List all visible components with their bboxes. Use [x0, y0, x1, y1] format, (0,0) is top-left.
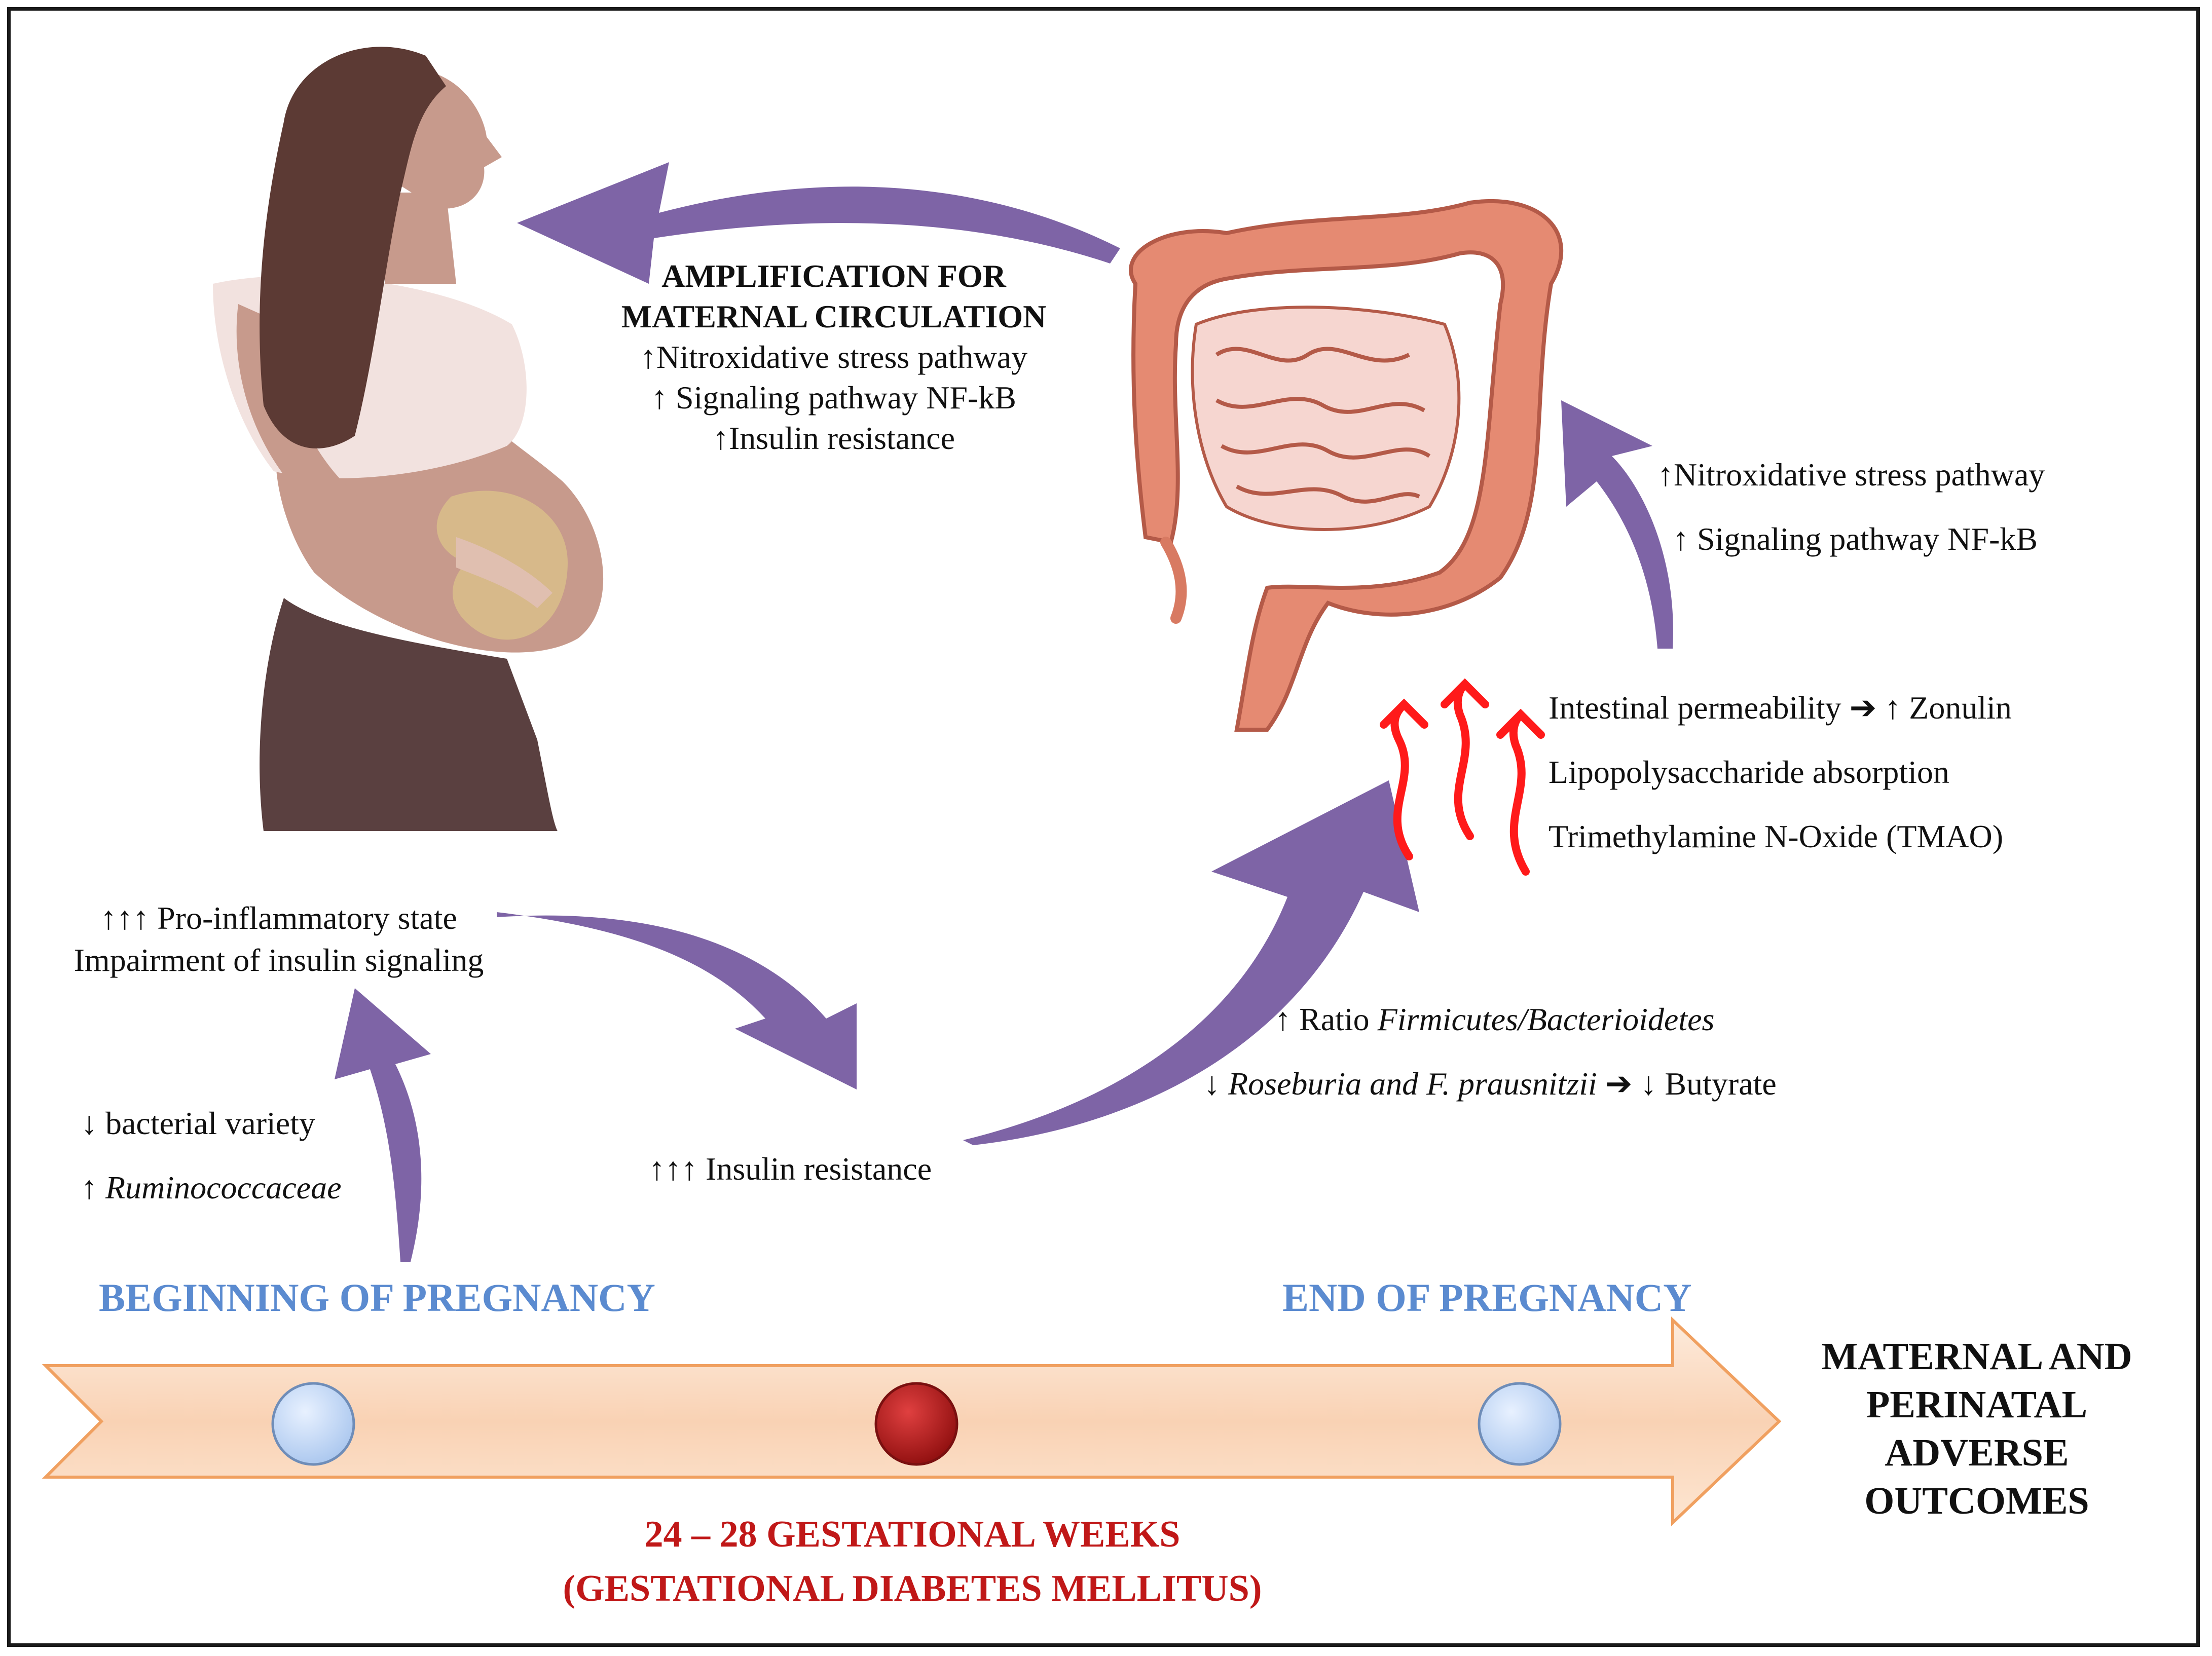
right-upper-line-2: ↑ Signaling pathway NF-kB: [1673, 521, 2038, 557]
insulin-signaling-text: Impairment of insulin signaling: [73, 942, 484, 978]
amplification-line-2: ↑ Signaling pathway NF-kB: [651, 380, 1016, 416]
intestine-illustration: [1129, 199, 1563, 732]
right-mid-line-1: Intestinal permeability ➔ ↑ Zonulin: [1549, 687, 2012, 729]
ruminococcaceae-line: ↑ Ruminococcaceae: [81, 1166, 342, 1209]
right-mid-line-3: Trimethylamine N-Oxide (TMAO): [1549, 818, 2004, 855]
right-mid-line-2: Lipopolysaccharide absorption: [1549, 754, 1949, 791]
red-wave-1: [1390, 700, 1413, 860]
pregnant-woman-illustration: [213, 47, 604, 831]
right-upper-line-1: ↑Nitroxidative stress pathway: [1657, 457, 2045, 493]
amplification-title-2: MATERNAL CIRCULATION: [621, 298, 1047, 334]
red-wave-3: [1509, 710, 1530, 876]
outcome-line-4: OUTCOMES: [1864, 1480, 2089, 1522]
intestinal-permeability-text: Intestinal permeability: [1549, 690, 1841, 726]
left-low-block: ↓ bacterial variety ↑ Ruminococcaceae: [81, 1102, 342, 1209]
arrow-to-intestine: [963, 780, 1419, 1145]
amplification-block: AMPLIFICATION FOR MATERNAL CIRCULATION ↑…: [598, 256, 1070, 459]
right-upper-block: ↑Nitroxidative stress pathway ↑ Signalin…: [1657, 454, 2045, 560]
amplification-line-1: ↑Nitroxidative stress pathway: [640, 339, 1028, 375]
gestational-weeks-label: 24 – 28 GESTATIONAL WEEKS: [644, 1514, 1181, 1555]
gdm-marker-dot: [874, 1382, 958, 1466]
gdm-label: (GESTATIONAL DIABETES MELLITUS): [563, 1568, 1262, 1610]
end-of-pregnancy-label: END OF PREGNANCY: [1282, 1275, 1692, 1320]
bacterial-variety-text: ↓ bacterial variety: [81, 1105, 315, 1141]
pro-inflammatory-text: ↑↑↑ Pro-inflammatory state: [100, 900, 457, 936]
up-arrow-symbol: ↑: [81, 1170, 105, 1206]
red-wave-3-head: [1496, 708, 1545, 739]
amplification-line-3: ↑Insulin resistance: [712, 420, 955, 456]
red-wave-2: [1453, 680, 1474, 840]
arrow-down-middle: [497, 912, 857, 1089]
red-wavy-arrows: [1380, 678, 1545, 876]
outcome-line-2: PERINATAL: [1866, 1383, 2088, 1426]
down-arrow-symbol: ↓: [1204, 1066, 1228, 1102]
gdm-label-block: 24 – 28 GESTATIONAL WEEKS (GESTATIONAL D…: [456, 1508, 1369, 1616]
arrow-up-left: [335, 988, 431, 1262]
ruminococcaceae-text: Ruminococcaceae: [105, 1170, 342, 1206]
ratio-line: ↑ Ratio Firmicutes/Bacterioidetes: [1204, 998, 1777, 1040]
arrow-up-right: [1561, 400, 1673, 649]
zonulin-text: ↑ Zonulin: [1885, 690, 2012, 726]
outcome-line-3: ADVERSE: [1885, 1432, 2069, 1474]
red-wave-1-head: [1380, 698, 1428, 729]
end-marker-dot: [1478, 1382, 1562, 1466]
beginning-of-pregnancy-label: BEGINNING OF PREGNANCY: [99, 1275, 655, 1320]
ratio-block: ↑ Ratio Firmicutes/Bacterioidetes ↓ Rose…: [1204, 998, 1777, 1105]
adverse-outcomes-block: MATERNAL AND PERINATAL ADVERSE OUTCOMES: [1799, 1333, 2154, 1525]
firmicutes-text: Firmicutes/Bacterioidetes: [1377, 1001, 1715, 1037]
roseburia-line: ↓ Roseburia and F. prausnitzii ➔ ↓ Butyr…: [1204, 1063, 1777, 1105]
purple-arrows: [335, 162, 1673, 1262]
left-mid-block: ↑↑↑ Pro-inflammatory state Impairment of…: [51, 897, 507, 981]
amplification-title-1: AMPLIFICATION FOR: [661, 258, 1006, 294]
beginning-marker-dot: [271, 1382, 355, 1466]
arrow-symbol: ➔: [1849, 690, 1877, 726]
butyrate-text: ➔ ↓ Butyrate: [1597, 1066, 1777, 1102]
red-wave-2-head: [1441, 678, 1489, 708]
insulin-resistance-label: ↑↑↑ Insulin resistance: [649, 1151, 932, 1187]
arrow-to-woman: [517, 162, 1120, 284]
diagram-frame: [7, 7, 2200, 1647]
outcome-line-1: MATERNAL AND: [1821, 1335, 2132, 1378]
ratio-prefix: ↑ Ratio: [1275, 1001, 1378, 1037]
right-mid-block: Intestinal permeability ➔ ↑ Zonulin Lipo…: [1549, 687, 2012, 858]
roseburia-text: Roseburia and F. prausnitzii: [1228, 1066, 1597, 1102]
